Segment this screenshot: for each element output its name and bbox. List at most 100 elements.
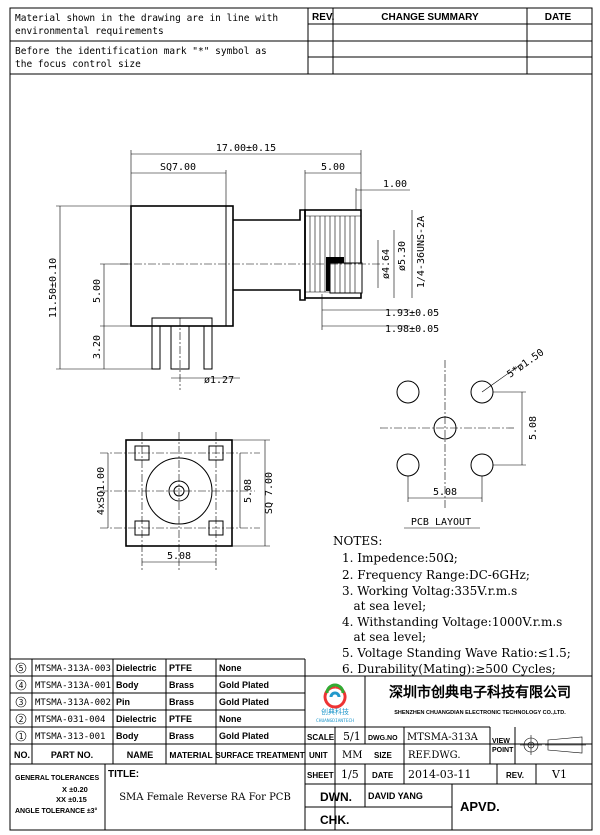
company-en-name: SHENZHEN CHUANGDIAN ELECTRONIC TECHNOLOG… <box>394 710 566 716</box>
bom-part: MTSMA-313-001 <box>35 732 105 742</box>
dwn-label: DWN. <box>320 790 352 804</box>
bom-surface: Gold Plated <box>219 697 269 707</box>
bom-table: 5 MTSMA-313A-003 Dielectric PTFE None 4 … <box>10 658 592 830</box>
bom-no: 4 <box>19 681 24 690</box>
dim-upper-height: 5.00 <box>92 279 103 303</box>
dim-thread: 1/4-36UNS-2A <box>416 216 427 288</box>
bom-part: MTSMA-031-004 <box>35 715 105 725</box>
pcb-layout: 5*ø1.50 5.08 5.08 PCB LAYOUT <box>380 347 546 529</box>
bom-surface: None <box>219 714 242 724</box>
bom-no: 2 <box>19 715 24 724</box>
size-value: REF.DWG. <box>408 750 461 761</box>
pcb-layout-title: PCB LAYOUT <box>411 517 471 528</box>
note-item: at sea level; <box>342 630 426 644</box>
rev-header: REV. <box>312 12 335 23</box>
dim-step: 1.00 <box>383 179 407 190</box>
bom-no: 1 <box>19 732 24 741</box>
dim-front-sq: SQ 7.00 <box>264 472 275 514</box>
date-header: DATE <box>545 12 572 23</box>
view-point-label: POINT <box>492 747 514 754</box>
bom-name: Body <box>116 731 139 741</box>
bom-part: MTSMA-313A-003 <box>35 664 111 674</box>
pcb-hole <box>396 453 420 477</box>
chk-label: CHK. <box>320 813 349 827</box>
dim-sq-width: SQ7.00 <box>160 162 196 173</box>
note-mark-1: Before the identification mark "*" symbo… <box>15 46 267 57</box>
size-label: SIZE <box>374 751 392 760</box>
title-block: SCALE 5/1 DWG.NO MTSMA-313A UNIT MM SIZE… <box>15 726 592 830</box>
bom-surface: Gold Plated <box>219 731 269 741</box>
dwg-no-value: MTSMA-313A <box>407 732 479 743</box>
dim-nut-length: 5.00 <box>321 162 345 173</box>
bom-name: Dielectric <box>116 714 157 724</box>
note-mark-2: the focus control size <box>15 59 141 70</box>
pcb-pitch-v: 5.08 <box>528 416 539 440</box>
note-env-2: environmental requirements <box>15 26 164 37</box>
dim-height: 11.50±0.10 <box>48 258 59 318</box>
dim-legs: 4xSQ1.00 <box>96 467 107 515</box>
dim-pin-height: 3.20 <box>92 335 103 359</box>
dim-overall-length: 17.00±0.15 <box>216 143 276 154</box>
sheet-value: 1/5 <box>341 768 359 781</box>
bom-material: PTFE <box>169 663 192 673</box>
note-item: 4. Withstanding Voltage:1000V.r.m.s <box>342 615 562 629</box>
note-item: 5. Voltage Standing Wave Ratio:≤1.5; <box>342 646 571 660</box>
dim-dia-inner: ø4.64 <box>381 249 392 279</box>
dim-front-pitch-h: 5.08 <box>167 551 191 562</box>
tolerance-angle: ANGLE TOLERANCE ±3° <box>15 807 98 815</box>
bom-surface: Gold Plated <box>219 680 269 690</box>
dim-len-b: 1.98±0.05 <box>385 324 439 335</box>
front-view: 4xSQ1.00 5.08 SQ 7.00 5.08 <box>96 432 275 572</box>
notes: NOTES: 1. Impedence:50Ω; 2. Frequency Ra… <box>333 534 571 676</box>
note-item: at sea level; <box>342 599 426 613</box>
bom-header-material: MATERIAL <box>169 750 212 760</box>
rev-value: V1 <box>551 768 567 781</box>
bom-header-surface: SURFACE TREATMENT <box>215 751 304 760</box>
company-logo-icon <box>323 683 347 709</box>
scale-label: SCALE <box>307 733 335 742</box>
logo-en: CHUANGDIANTECH <box>316 718 354 724</box>
bom-name: Body <box>116 680 139 690</box>
bom-material: Brass <box>169 697 194 707</box>
bom-header-no: NO. <box>14 750 30 760</box>
dim-dia-outer: ø5.30 <box>397 241 408 271</box>
dim-front-pitch-v: 5.08 <box>243 479 254 503</box>
bom-header-name: NAME <box>127 750 154 760</box>
dim-len-a: 1.93±0.05 <box>385 308 439 319</box>
rev-label: REV. <box>506 771 524 780</box>
dwg-no-label: DWG.NO <box>368 735 398 742</box>
note-item: 6. Durability(Mating):≥500 Cycles; <box>342 662 556 676</box>
bom-no: 3 <box>19 698 24 707</box>
bom-surface: None <box>219 663 242 673</box>
note-env-1: Material shown in the drawing are in lin… <box>15 13 278 24</box>
note-item: 1. Impedence:50Ω; <box>342 551 458 565</box>
bom-name: Dielectric <box>116 663 157 673</box>
pcb-pitch-h: 5.08 <box>433 487 457 498</box>
dim-pin-dia: ø1.27 <box>204 375 234 386</box>
apvd-label: APVD. <box>460 799 500 814</box>
title-label: TITLE: <box>108 769 139 780</box>
unit-value: MM <box>342 750 362 761</box>
bom-material: PTFE <box>169 714 192 724</box>
pcb-hole <box>433 416 457 440</box>
dwn-value: DAVID YANG <box>368 791 423 801</box>
view-point-label: VIEW <box>492 738 510 745</box>
note-item: 2. Frequency Range:DC-6GHz; <box>342 568 530 582</box>
sheet-label: SHEET <box>307 771 334 780</box>
bom-material: Brass <box>169 731 194 741</box>
bom-part: MTSMA-313A-002 <box>35 698 111 708</box>
bom-material: Brass <box>169 680 194 690</box>
tolerances-label: GENERAL TOLERANCES <box>15 775 99 782</box>
header: Material shown in the drawing are in lin… <box>10 8 592 75</box>
scale-value: 5/1 <box>343 730 361 743</box>
pcb-hole <box>470 453 494 477</box>
bom-part: MTSMA-313A-001 <box>35 681 111 691</box>
pcb-hole <box>396 380 420 404</box>
side-view: 17.00±0.15 SQ7.00 5.00 1.00 ø4.64 ø5.30 … <box>48 143 439 390</box>
company-cn-name: 深圳市创典电子科技有限公司 <box>389 684 571 700</box>
sheet-border <box>9 7 593 831</box>
bom-no: 5 <box>19 664 24 673</box>
drawing-title: SMA Female Reverse RA For PCB <box>119 792 291 803</box>
bom-header-part: PART NO. <box>51 750 93 760</box>
